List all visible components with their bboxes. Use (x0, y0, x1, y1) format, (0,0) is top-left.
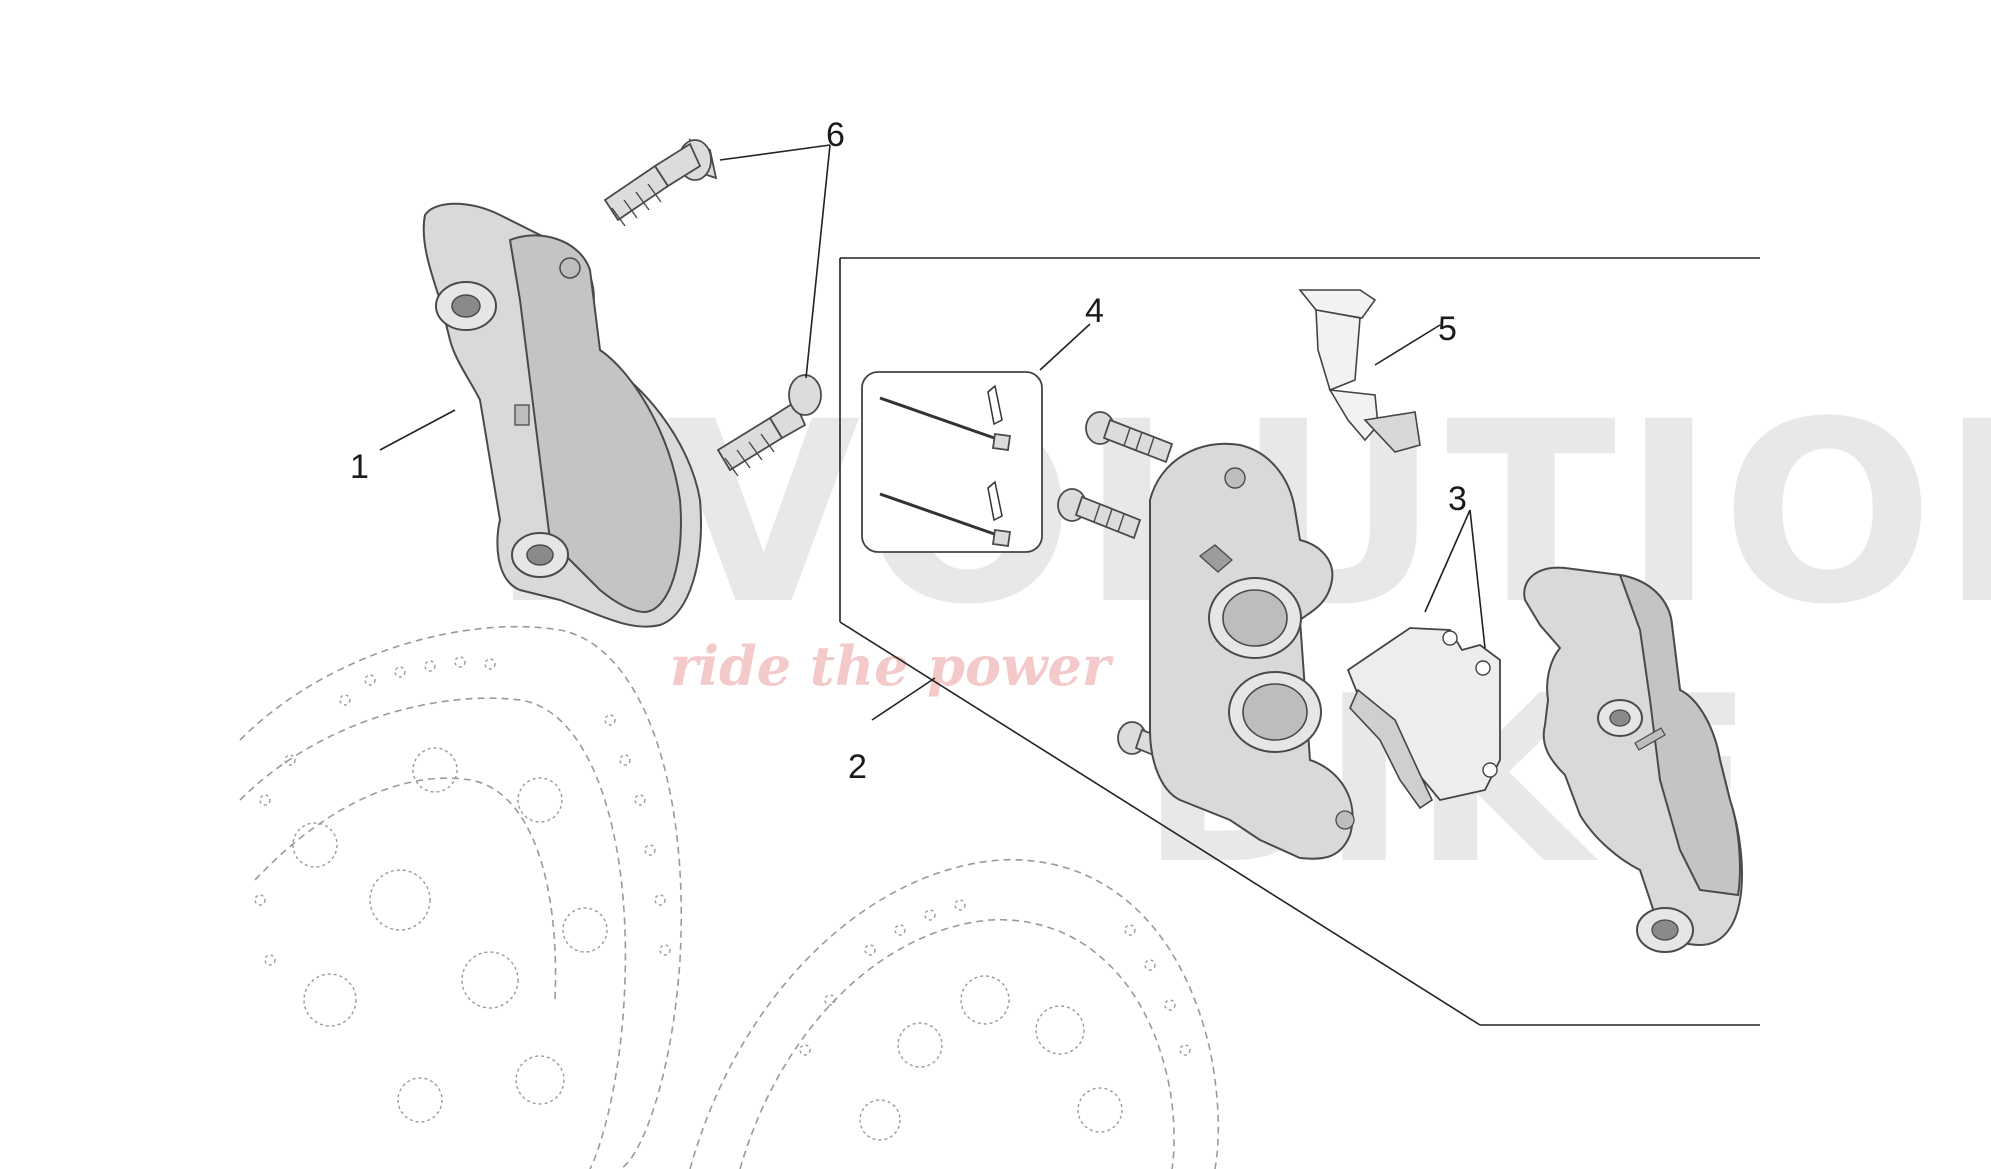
leader-3a (1424, 509, 1471, 613)
callout-5: 5 (1438, 310, 1457, 348)
callout-2: 2 (848, 748, 867, 786)
caliper-center-half (1149, 442, 1355, 860)
callout-4: 4 (1085, 292, 1104, 330)
bolt-upper (603, 138, 718, 227)
leader-1 (379, 409, 456, 451)
bolt-center-middle (1057, 488, 1142, 540)
right-brake-disc (689, 858, 1220, 1169)
brake-pads (1346, 627, 1501, 810)
pad-spring (1298, 289, 1421, 453)
caliper-right-half (1523, 566, 1743, 953)
leader-6a (719, 144, 831, 161)
watermark-tagline: ride the power (670, 634, 1114, 698)
callout-1: 1 (350, 448, 369, 486)
caliper-left (422, 202, 702, 628)
callout-6: 6 (826, 116, 845, 154)
callout-3: 3 (1448, 480, 1467, 518)
leader-lines (379, 144, 1486, 721)
leader-3b (1469, 509, 1486, 649)
bolt-center-upper (1085, 411, 1174, 464)
leader-6b (805, 144, 831, 379)
leader-5 (1374, 324, 1441, 366)
callout-labels: 1 2 3 4 5 6 (350, 116, 1467, 786)
bolt-lower (716, 374, 822, 477)
pin-kit (861, 371, 1043, 553)
leader-2 (871, 677, 936, 721)
left-brake-disc (239, 625, 683, 1169)
leader-4 (1039, 323, 1091, 371)
kit-outline-box (839, 257, 1760, 1026)
